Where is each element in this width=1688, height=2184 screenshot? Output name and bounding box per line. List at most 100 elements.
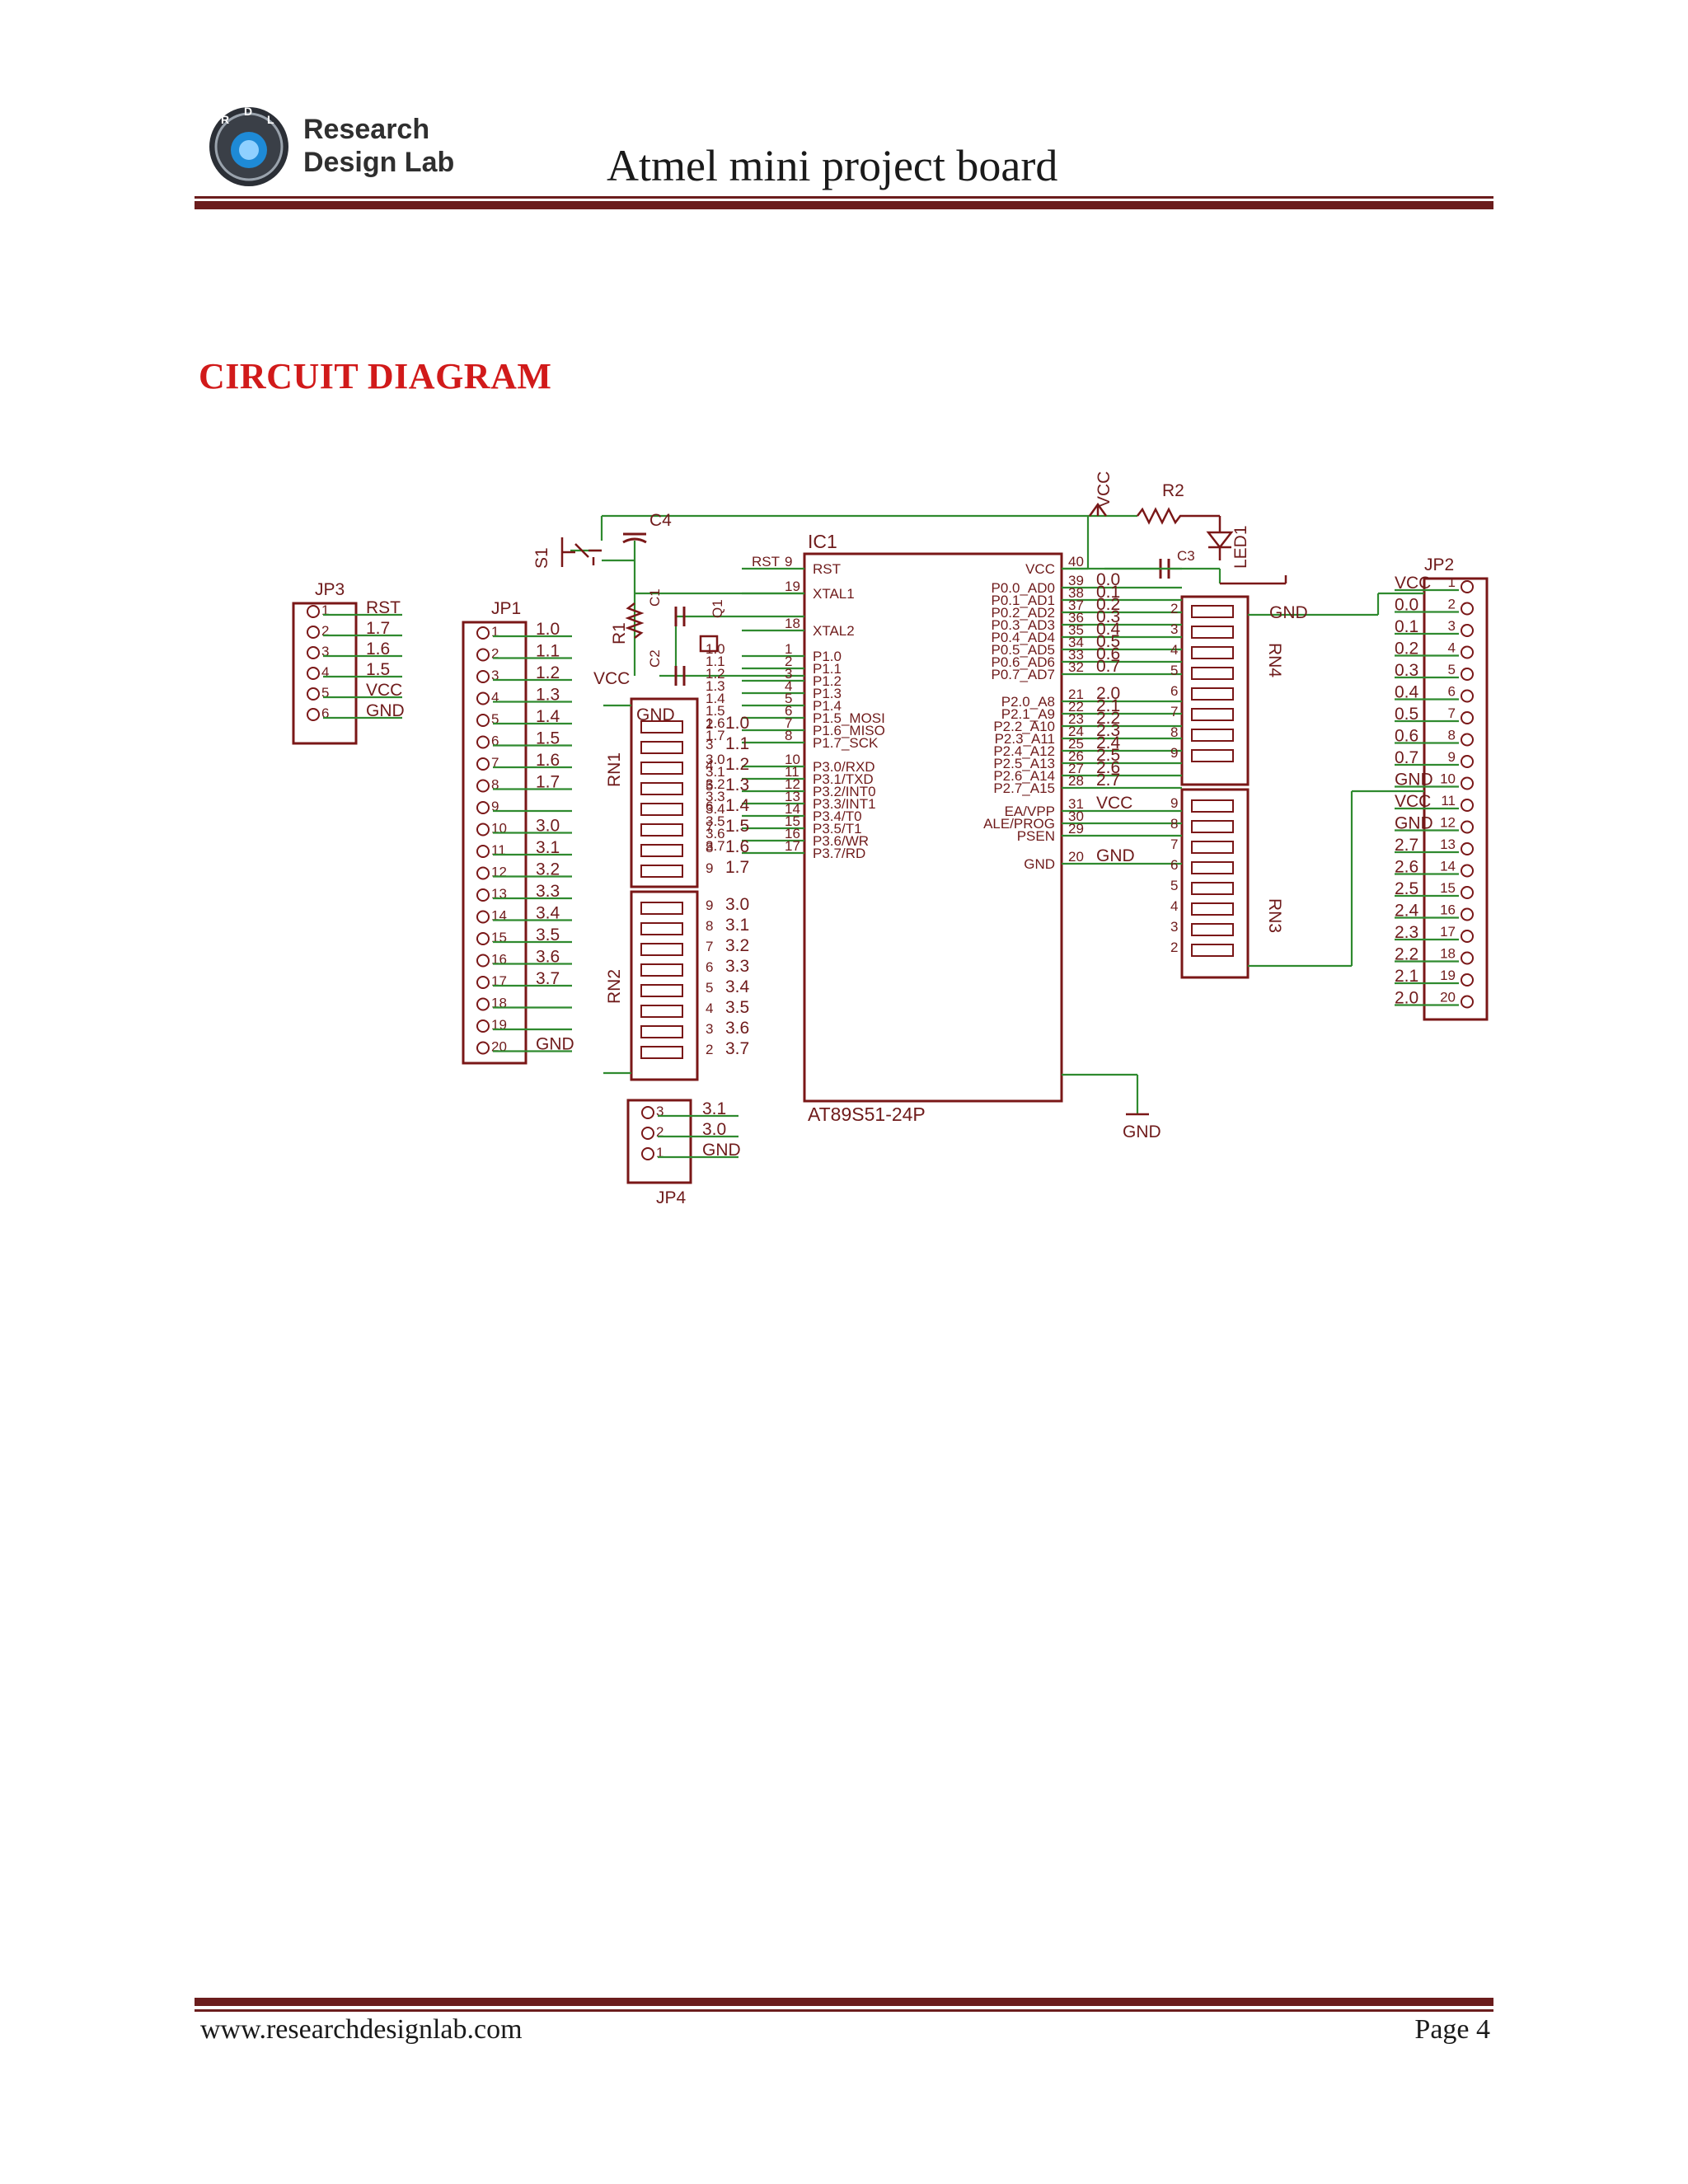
header-pin-number: 5 [491, 711, 499, 727]
jp2-pin-circle [1461, 930, 1474, 943]
ic-left-pin-number: 11 [785, 764, 799, 780]
ic-right-pin-name: P0.4_AD4 [992, 630, 1056, 645]
header-pin-net: GND [702, 1141, 741, 1160]
header-pin-net: 1.7 [536, 773, 560, 792]
header-pin-number: 2 [656, 1124, 663, 1140]
ic-left-pin-net: 3.0 [706, 752, 725, 767]
rn-common-wires [603, 704, 631, 1075]
network-resistor [1191, 882, 1234, 895]
jp2-pin-net: 2.4 [1395, 902, 1419, 921]
header-pin-net: 3.4 [536, 904, 560, 923]
header-pin-number: 3 [656, 1104, 663, 1119]
network-pin-number: 7 [706, 939, 713, 954]
network-resistor [640, 720, 683, 733]
network-pin-net: 1.2 [725, 755, 749, 774]
network-pin-net: 3.1 [725, 916, 749, 935]
network-pin-number: 9 [1170, 745, 1178, 761]
header-pin-circle [476, 932, 490, 945]
ic-right-pin-name: P0.2_AD2 [992, 605, 1056, 621]
jp3-header [292, 602, 358, 745]
network-pin-net: 1.4 [725, 796, 750, 815]
header-pin-net: 3.0 [536, 817, 560, 836]
ic-right-pin-net: 0.3 [1096, 607, 1120, 626]
ic-right-pin-number: 26 [1068, 748, 1084, 764]
header-pin-net: 3.3 [536, 882, 560, 901]
footer-website-link[interactable]: www.researchdesignlab.com [200, 2014, 523, 2045]
gnd-jp2-wire [1248, 592, 1424, 616]
jp2-pin-circle [1461, 711, 1474, 724]
jp2-pin-circle [1461, 624, 1474, 637]
header-pin-circle [476, 1041, 490, 1055]
s1-label: S1 [532, 547, 551, 569]
ic-right-pin-name: P0.3_AD3 [992, 617, 1056, 633]
ic-right-pin-net: 2.0 [1096, 684, 1120, 703]
header-pin-number: 3 [321, 644, 329, 659]
jp2-pin-net: GND [1395, 814, 1433, 833]
network-pin-number: 4 [706, 1001, 713, 1016]
ic-left-pin-net: 1.7 [706, 728, 725, 743]
jp2-pin-circle [1461, 799, 1474, 812]
vcc-jp2-wire [1248, 790, 1424, 968]
header-pin-net: 3.1 [702, 1099, 726, 1118]
logo-badge-d: D [244, 105, 252, 118]
network-resistor [640, 803, 683, 816]
ic-left-pin-net: 3.2 [706, 776, 725, 792]
jp2-pin-number: 16 [1440, 902, 1456, 918]
network-pin-net: 3.5 [725, 998, 749, 1017]
network-resistor [640, 741, 683, 754]
c1-capacitor [674, 607, 686, 626]
ic-left-pin-name: P3.3/INT1 [813, 796, 876, 812]
header-pin-number: 4 [321, 664, 329, 680]
header-pin-circle [476, 691, 490, 705]
network-resistor [640, 762, 683, 775]
ic-left-pin-name: P3.4/T0 [813, 808, 862, 824]
header-pin-circle [476, 670, 490, 683]
jp2-pin-number: 17 [1440, 924, 1456, 940]
header-pin-circle [476, 801, 490, 814]
header-pin-circle [641, 1147, 654, 1160]
jp2-pin-net: 0.1 [1395, 617, 1418, 636]
header-pin-circle [476, 779, 490, 793]
network-pin-number: 8 [1170, 816, 1178, 832]
jp2-pin-circle [1461, 580, 1474, 593]
header-pin-net: 3.2 [536, 860, 560, 879]
header-pin-circle [476, 757, 490, 771]
page-number: Page 4 [1414, 2014, 1490, 2045]
ic-left-pin-net: 1.5 [706, 703, 725, 719]
jp1-ref: JP1 [491, 599, 521, 618]
header-pin-circle [476, 910, 490, 924]
ic-right-pin-number: 27 [1068, 761, 1084, 776]
network-pin-number: 8 [706, 840, 713, 855]
ic-right-pin-number: 24 [1068, 724, 1084, 739]
header-pin-net: 1.6 [366, 640, 390, 658]
network-pin-number: 5 [706, 980, 713, 996]
jp2-pin-net: VCC [1395, 792, 1431, 811]
jp2-pin-net: 0.2 [1395, 640, 1418, 658]
network-resistor [640, 823, 683, 837]
header-pin-circle [641, 1106, 654, 1119]
jp2-pin-number: 15 [1440, 880, 1456, 896]
network-pin-number: 3 [1170, 621, 1178, 637]
logo-badge-l: L [267, 113, 274, 126]
network-pin-number: 2 [706, 716, 713, 732]
header-pin-number: 19 [491, 1017, 507, 1033]
header-pin-number: 8 [491, 777, 499, 793]
network-pin-number: 3 [706, 737, 713, 752]
ic-left-pin-name: XTAL1 [813, 586, 855, 602]
ic-right-pin-number: 23 [1068, 711, 1084, 727]
ic-left-pin-net: 3.6 [706, 826, 725, 841]
network-pin-net: 3.2 [725, 936, 749, 955]
network-pin-number: 2 [706, 1042, 713, 1057]
jp2-pin-net: 0.3 [1395, 661, 1418, 680]
c3-wire [1104, 567, 1221, 583]
ic-left-pin-net: 3.7 [706, 838, 725, 854]
header-pin-net: 1.5 [366, 660, 390, 679]
r2-label: R2 [1162, 481, 1184, 500]
header-pin-number: 17 [491, 973, 507, 989]
header-pin-net: 3.7 [536, 969, 560, 988]
header-pin-number: 2 [491, 646, 499, 662]
ic-left-pin-name: P3.1/TXD [813, 771, 874, 787]
jp2-pin-circle [1461, 886, 1474, 899]
network-resistor [1191, 923, 1234, 936]
ic-left-pin-net: 3.4 [706, 801, 725, 817]
